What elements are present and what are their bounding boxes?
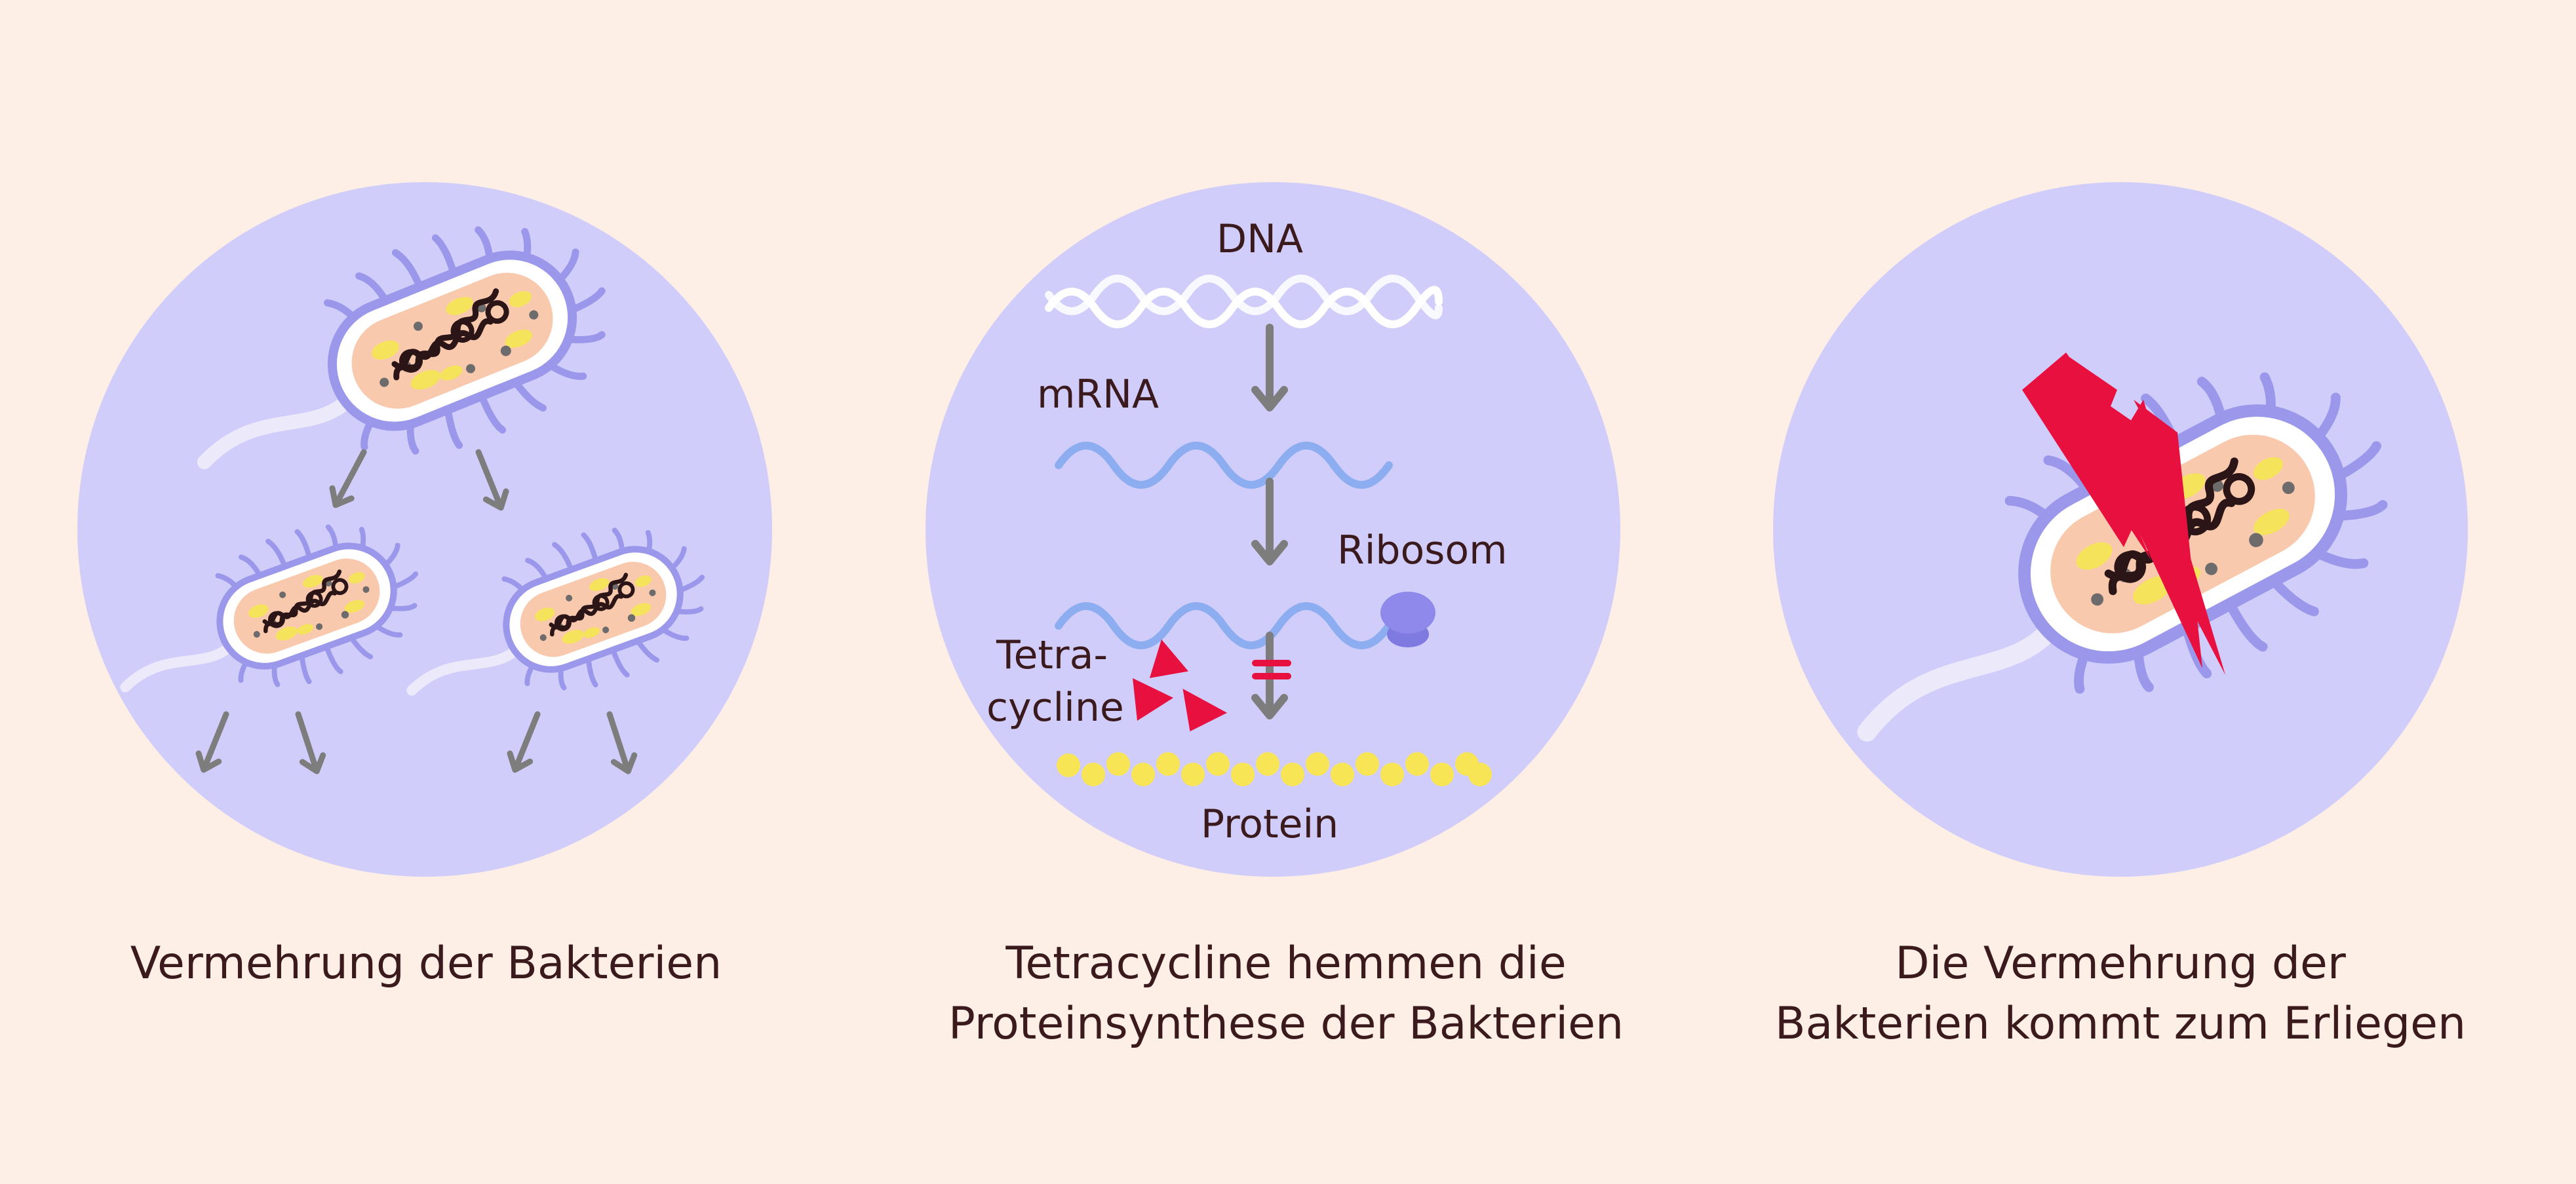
ribosome-icon (1380, 592, 1435, 647)
caption-line: Tetracycline hemmen die (1005, 938, 1567, 989)
panel-circle (77, 182, 772, 877)
tetracycline-icon (1133, 639, 1228, 732)
mrna-label: mRNA (1037, 372, 1159, 417)
caption-reproduction-stopped: Die Vermehrung der Bakterien kommt zum E… (1694, 934, 2547, 1054)
caption-protein-synthesis: Tetracycline hemmen die Proteinsynthese … (860, 934, 1712, 1054)
mrna-strand (1055, 442, 1393, 489)
protein-label: Protein (1201, 801, 1338, 847)
dna-label: DNA (1217, 216, 1303, 262)
tetracycline-label-line1: Tetra- (996, 632, 1108, 678)
lightning-icon-fill (2022, 353, 2225, 675)
caption-line: Vermehrung der Bakterien (130, 938, 722, 989)
protein-chain (1057, 752, 1492, 786)
panel-reproduction-stopped (1773, 182, 2468, 877)
caption-line: Bakterien kommt zum Erliegen (1774, 998, 2467, 1050)
caption-reproduction: Vermehrung der Bakterien (0, 934, 852, 994)
ribosom-label: Ribosom (1337, 527, 1508, 573)
caption-line: Die Vermehrung der (1895, 938, 2346, 989)
tetracycline-label-line2: cycline (986, 685, 1124, 731)
mrna-strand-ribosome (1055, 602, 1393, 649)
dna-helix (1045, 275, 1443, 328)
panel-protein-synthesis: DNA mRNA Ribosom Tetra- cycline (926, 182, 1620, 877)
panel-reproduction (77, 182, 772, 877)
inhibition-mark (1252, 660, 1291, 679)
caption-line: Proteinsynthese der Bakterien (948, 998, 1624, 1050)
